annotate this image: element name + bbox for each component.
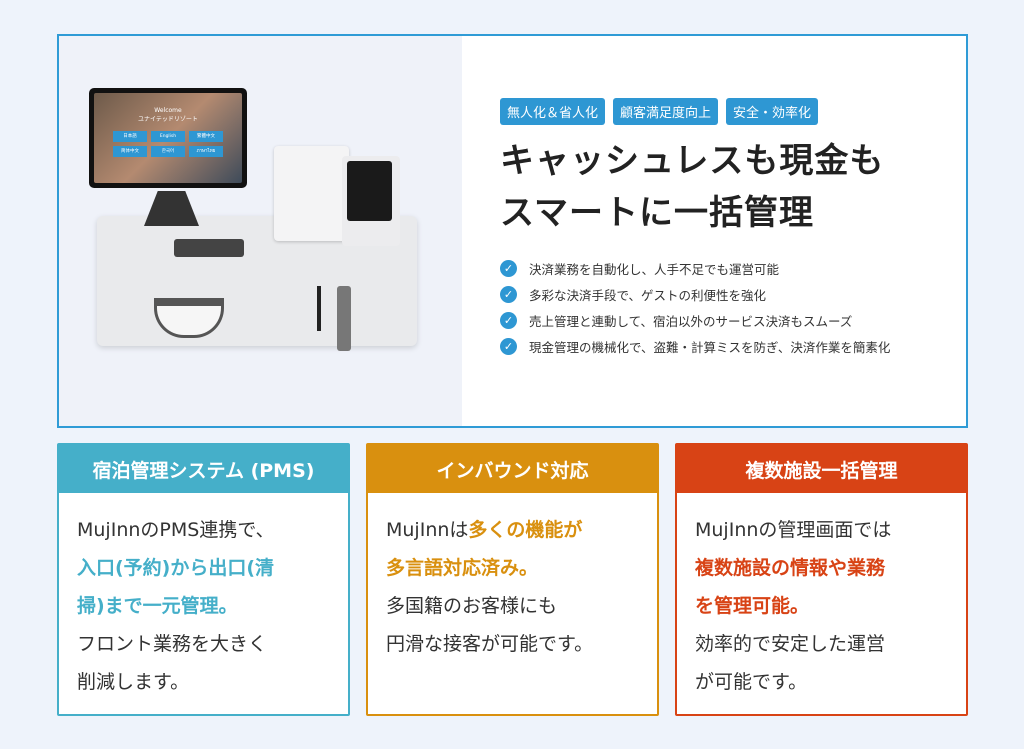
card-text: 複数施設の情報や業務 [695, 557, 886, 579]
kiosk-tablet: Welcome ユナイテッドリゾート 日本語 English 繁體中文 简体中文… [89, 88, 247, 188]
card-line: 入口(予約)から出口(清 [77, 549, 330, 587]
card-pms: 宿泊管理システム (PMS)MujInnのPMS連携で、入口(予約)から出口(清… [57, 443, 350, 716]
card-text: を管理可能。 [695, 595, 810, 617]
card-line: が可能です。 [695, 663, 948, 701]
card-text: 入口(予約)から出口(清 [77, 557, 275, 579]
card-line: 複数施設の情報や業務 [695, 549, 948, 587]
benefit-text: 現金管理の機械化で、盗難・計算ミスを防ぎ、決済作業を簡素化 [529, 339, 891, 355]
card-line: MujInnの管理画面では [695, 511, 948, 549]
tablet-stand [144, 191, 199, 226]
tag: 無人化＆省人化 [500, 98, 606, 125]
bill-dispenser [337, 286, 351, 351]
benefit-item: ✓ 売上管理と連動して、宿泊以外のサービス決済もスムーズ [500, 307, 966, 333]
card-text: が可能です。 [695, 671, 808, 693]
screen-lang-button: 简体中文 [113, 146, 147, 157]
card-text: 掃)まで一元管理。 [77, 595, 238, 617]
card-text: 多国籍のお客様にも [386, 595, 558, 617]
check-circle-icon: ✓ [500, 259, 517, 277]
card-title: 複数施設一括管理 [677, 445, 966, 493]
feature-tags: 無人化＆省人化 顧客満足度向上 安全・効率化 [500, 98, 966, 125]
card-text: 多言語対応済み。 [386, 557, 539, 579]
card-text: 削減します。 [77, 671, 190, 693]
card-highlight: 多くの機能が [468, 519, 583, 541]
payment-kiosk-image: Welcome ユナイテッドリゾート 日本語 English 繁體中文 简体中文… [59, 36, 462, 426]
tag: 顧客満足度向上 [613, 98, 719, 125]
benefit-item: ✓ 現金管理の機械化で、盗難・計算ミスを防ぎ、決済作業を簡素化 [500, 333, 966, 359]
card-text: MujInnは [386, 519, 469, 541]
screen-welcome: Welcome [154, 107, 182, 114]
card-text: MujInnのPMS連携で、 [77, 519, 275, 541]
card-line: 多言語対応済み。 [386, 549, 639, 587]
headline-line: スマートに一括管理 [500, 193, 814, 233]
tag: 安全・効率化 [726, 98, 819, 125]
card-line: 削減します。 [77, 663, 330, 701]
bill-slot [317, 286, 321, 331]
card-body: MujInnの管理画面では複数施設の情報や業務を管理可能。効率的で安定した運営が… [677, 493, 966, 701]
benefit-item: ✓ 決済業務を自動化し、人手不足でも運営可能 [500, 255, 966, 281]
coin-bowl [154, 298, 224, 338]
screen-resort-name: ユナイテッドリゾート [138, 116, 198, 123]
hero-banner: Welcome ユナイテッドリゾート 日本語 English 繁體中文 简体中文… [57, 34, 968, 428]
screen-lang-button: 한국어 [151, 146, 185, 157]
card-title: インバウンド対応 [368, 445, 657, 493]
card-body: MujInnのPMS連携で、入口(予約)から出口(清掃)まで一元管理。フロント業… [59, 493, 348, 701]
card-text: MujInnの管理画面では [695, 519, 892, 541]
card-title: 宿泊管理システム (PMS) [59, 445, 348, 493]
benefit-text: 売上管理と連動して、宿泊以外のサービス決済もスムーズ [529, 313, 853, 329]
headline: キャッシュレスも現金も スマートに一括管理 [500, 135, 966, 239]
card-line: 掃)まで一元管理。 [77, 587, 330, 625]
card-text: フロント業務を大きく [77, 633, 268, 655]
card-line: 効率的で安定した運営 [695, 625, 948, 663]
check-circle-icon: ✓ [500, 285, 517, 303]
tablet-screen: Welcome ユナイテッドリゾート 日本語 English 繁體中文 简体中文… [94, 93, 242, 183]
benefit-item: ✓ 多彩な決済手段で、ゲストの利便性を強化 [500, 281, 966, 307]
check-circle-icon: ✓ [500, 337, 517, 355]
screen-lang-button: 繁體中文 [189, 131, 223, 142]
card-line: を管理可能。 [695, 587, 948, 625]
card-text: 効率的で安定した運営 [695, 633, 886, 655]
headline-line: キャッシュレスも現金も [500, 141, 885, 181]
benefit-list: ✓ 決済業務を自動化し、人手不足でも運営可能 ✓ 多彩な決済手段で、ゲストの利便性を… [500, 255, 966, 359]
receipt-printer [274, 146, 349, 241]
card-line: MujInnは多くの機能が [386, 511, 639, 549]
screen-lang-button: 日本語 [113, 131, 147, 142]
card-line: MujInnのPMS連携で、 [77, 511, 330, 549]
card-terminal-screen [347, 161, 392, 221]
card-text: 円滑な接客が可能です。 [386, 633, 594, 655]
screen-lang-button: English [151, 131, 185, 142]
check-circle-icon: ✓ [500, 311, 517, 329]
benefit-text: 多彩な決済手段で、ゲストの利便性を強化 [529, 287, 767, 303]
card-line: 円滑な接客が可能です。 [386, 625, 639, 663]
card-line: 多国籍のお客様にも [386, 587, 639, 625]
coin-tray [174, 239, 244, 257]
card-body: MujInnは多くの機能が多言語対応済み。多国籍のお客様にも円滑な接客が可能です… [368, 493, 657, 663]
benefit-text: 決済業務を自動化し、人手不足でも運営可能 [529, 261, 780, 277]
screen-lang-button: ภาษาไทย [189, 146, 223, 157]
card-line: フロント業務を大きく [77, 625, 330, 663]
